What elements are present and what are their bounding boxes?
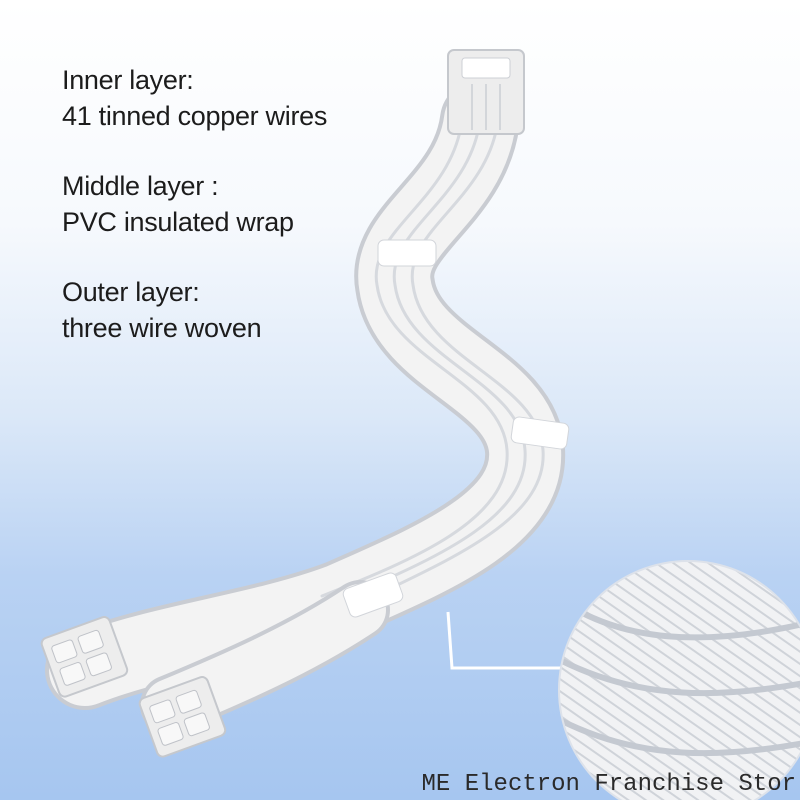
layer-description: PVC insulated wrap	[62, 207, 294, 237]
layer-description: 41 tinned copper wires	[62, 101, 328, 131]
layer-outer: Outer layer: three wire woven	[62, 274, 327, 346]
layer-title: Outer layer:	[62, 277, 200, 307]
layer-title: Inner layer:	[62, 65, 194, 95]
layer-middle: Middle layer : PVC insulated wrap	[62, 168, 327, 240]
store-watermark: ME Electron Franchise Stor	[421, 771, 796, 798]
layer-description: three wire woven	[62, 313, 262, 343]
connector-8pin	[447, 49, 525, 135]
connector-4pin	[40, 616, 227, 758]
pointer-line	[446, 611, 568, 670]
layer-inner: Inner layer: 41 tinned copper wires	[62, 62, 327, 134]
braid-closeup	[558, 560, 800, 800]
cable-comb	[342, 239, 570, 618]
layer-labels: Inner layer: 41 tinned copper wires Midd…	[62, 62, 327, 380]
layer-title: Middle layer :	[62, 171, 219, 201]
